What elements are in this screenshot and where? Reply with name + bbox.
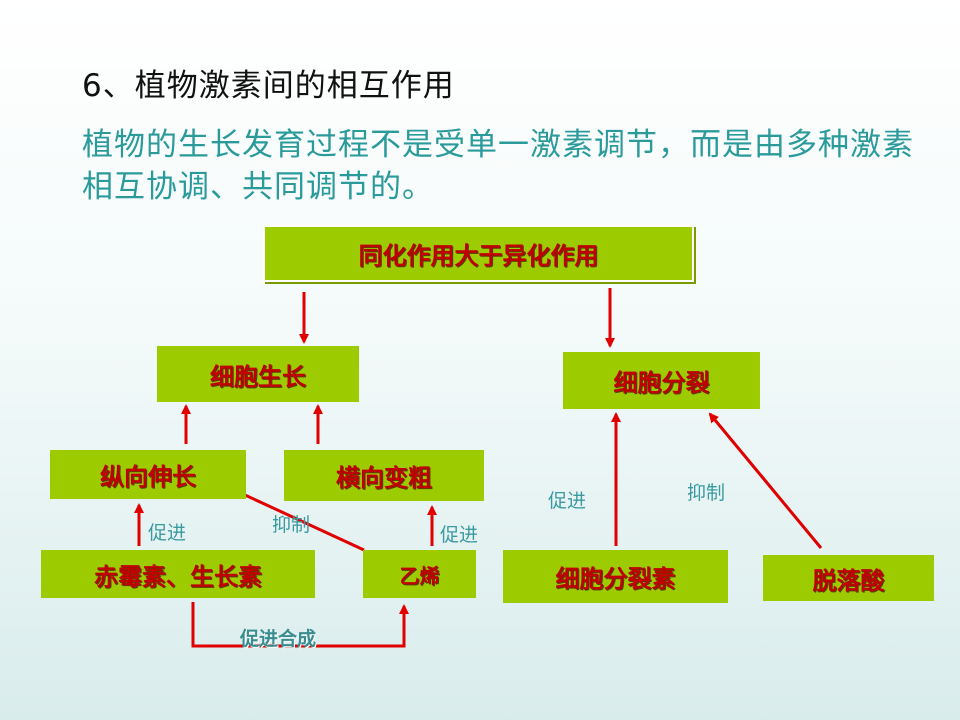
node-transverse-label: 横向变粗 <box>336 464 432 492</box>
edge-label-promote-synthesis: 促进合成 <box>240 628 317 650</box>
intro-text: 植物的生长发育过程不是受单一激素调节，而是由多种激素相互协调、共同调节的。 <box>82 127 914 205</box>
node-ethylene: 乙烯 <box>363 550 476 598</box>
node-abscisic-acid: 脱落酸 <box>763 555 934 601</box>
node-cell-division: 细胞分裂 <box>563 352 760 409</box>
node-cell-growth-label: 细胞生长 <box>210 362 306 391</box>
edge-label-promote-left: 促进 <box>148 522 187 544</box>
arrow-ethylene-inhibit-longitudinal <box>230 487 365 552</box>
slide-title: 6、植物激素间的相互作用 <box>82 68 455 104</box>
arrow-promote-synthesis <box>191 602 409 648</box>
node-gibberellin-auxin: 赤霉素、生长素 <box>41 550 315 598</box>
edge-label-promote-cytokinin: 促进 <box>548 490 587 512</box>
edge-label-inhibit-right: 抑制 <box>687 482 726 504</box>
edge-label-inhibit-left: 抑制 <box>272 514 311 536</box>
node-abscisic-acid-label: 脱落酸 <box>812 566 885 595</box>
node-anabolism: 同化作用大于异化作用 <box>263 225 694 282</box>
node-ethylene-label: 乙烯 <box>399 563 440 588</box>
node-anabolism-label: 同化作用大于异化作用 <box>358 242 599 270</box>
edge-label-promote-ethylene: 促进 <box>440 524 479 546</box>
arrow-abscisic-inhibit-division <box>708 412 823 549</box>
node-longitudinal: 纵向伸长 <box>50 450 246 499</box>
node-cytokinin: 细胞分裂素 <box>503 550 728 603</box>
node-cell-division-label: 细胞分裂 <box>613 369 710 397</box>
node-transverse: 横向变粗 <box>284 450 484 501</box>
node-gibberellin-auxin-label: 赤霉素、生长素 <box>94 562 262 591</box>
node-cell-growth: 细胞生长 <box>157 346 359 402</box>
node-longitudinal-label: 纵向伸长 <box>100 463 196 491</box>
node-cytokinin-label: 细胞分裂素 <box>555 565 676 593</box>
